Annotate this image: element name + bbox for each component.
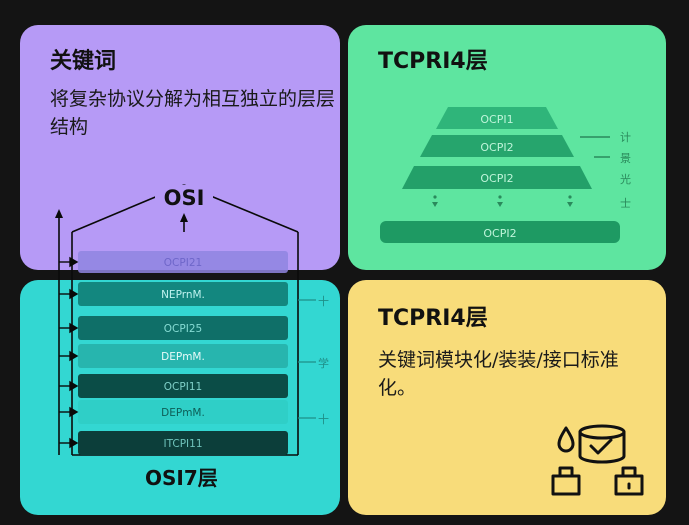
keywords-card: 关键词 将复杂协议分解为相互独立的层层结构 (20, 25, 340, 270)
pyramid-label-3: OCPI2 (480, 172, 513, 185)
pyramid-label-2: OCPI2 (480, 141, 513, 154)
storage-stack-icon (551, 424, 644, 496)
pyramid-base (380, 221, 620, 243)
tcp-modular-body: 关键词模块化/装装/接口标准化。 (378, 349, 619, 399)
osi-card: OSI7层 (20, 280, 340, 515)
droplet-icon (557, 426, 575, 453)
pyramid-level-2 (420, 135, 574, 157)
tcp-pyramid-card: TCPRI4层 OCPI1 OCPI2 OCPI2 OCPI2 计 景 光 士 (348, 25, 666, 270)
pyramid-label-4: OCPI2 (483, 227, 516, 240)
side-label-2: 景 (620, 152, 631, 165)
pyramid-label-1: OCPI1 (480, 113, 513, 126)
pyramid-level-1 (436, 107, 558, 129)
pyramid-down-arrows (432, 195, 573, 207)
side-label-4: 士 (620, 197, 631, 210)
keywords-body: 将复杂协议分解为相互独立的层层结构 (50, 88, 336, 138)
tcp-modular-card: TCPRI4层 关键词模块化/装装/接口标准化。 (348, 280, 666, 515)
side-label-3: 光 (620, 172, 631, 186)
tcp-pyramid-title: TCPRI4层 (378, 49, 488, 74)
tcp-pyramid-diagram: OCPI1 OCPI2 OCPI2 OCPI2 计 景 光 士 (380, 107, 631, 243)
pyramid-level-3 (402, 166, 592, 189)
keywords-title: 关键词 (50, 49, 117, 74)
tcp-modular-title: TCPRI4层 (378, 306, 488, 331)
side-label-1: 计 (620, 131, 631, 144)
osi-bottom-label: OSI7层 (145, 466, 218, 490)
